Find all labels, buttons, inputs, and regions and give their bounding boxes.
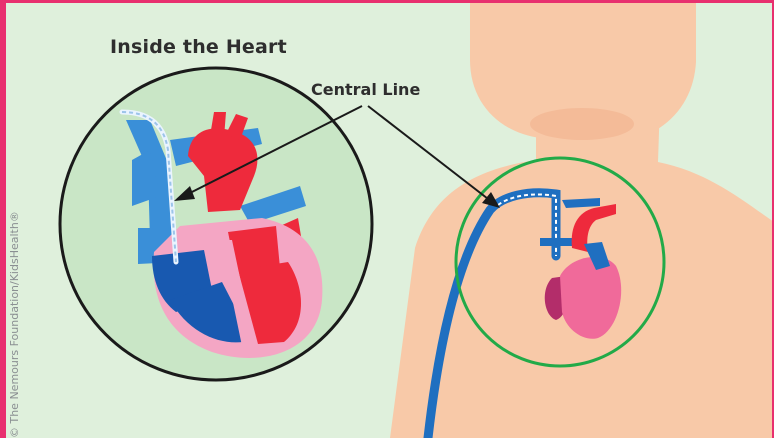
small-heart-vena xyxy=(540,238,576,246)
heart-inset xyxy=(60,68,372,380)
central-line-label: Central Line xyxy=(311,80,420,99)
child-chin xyxy=(530,108,634,140)
copyright-notice: © The Nemours Foundation/KidsHealth® xyxy=(8,211,21,438)
arrow-to-body xyxy=(368,106,492,202)
diagram-title: Inside the Heart xyxy=(110,36,287,58)
